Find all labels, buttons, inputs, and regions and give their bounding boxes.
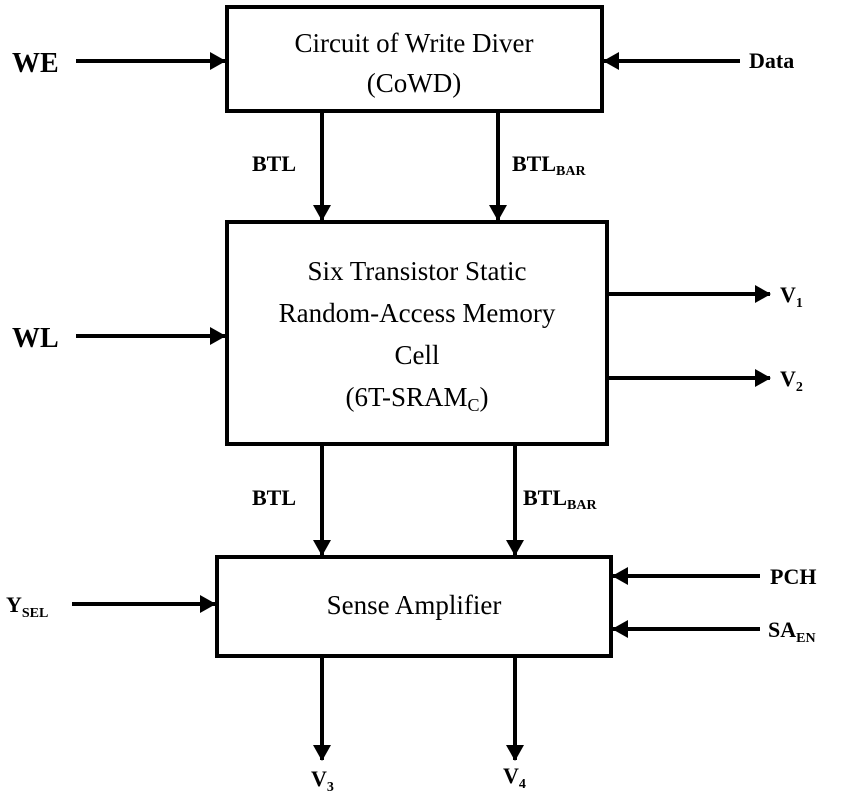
sense-amp-title: Sense Amplifier xyxy=(327,590,502,620)
v2-label: V2 xyxy=(780,366,803,395)
sram-title-line3: Cell xyxy=(395,340,440,370)
sram-title-line1: Six Transistor Static xyxy=(307,256,526,286)
data-label: Data xyxy=(749,48,794,73)
saen-label: SAEN xyxy=(768,617,816,646)
v3-label: V3 xyxy=(311,766,334,795)
btl-top-label: BTL xyxy=(252,151,296,176)
wl-label: WL xyxy=(12,323,59,354)
cowd-box xyxy=(225,5,604,113)
cowd-title-line2: (CoWD) xyxy=(367,68,461,98)
we-label: WE xyxy=(12,48,59,79)
sram-box xyxy=(225,220,609,446)
sram-title-line4: (6T-SRAMC) xyxy=(345,382,488,415)
cowd-block: Circuit of Write Diver (CoWD) xyxy=(225,5,604,113)
btl-bar-top-label: BTLBAR xyxy=(512,151,586,179)
btl-bottom-label: BTL xyxy=(252,485,296,510)
v4-label: V4 xyxy=(503,763,526,792)
v1-label: V1 xyxy=(780,282,803,311)
sense-amp-box xyxy=(215,555,613,658)
pch-label: PCH xyxy=(770,564,816,589)
ysel-label: YSEL xyxy=(6,592,48,621)
sram-title-line2: Random-Access Memory xyxy=(279,298,556,328)
cowd-title-line1: Circuit of Write Diver xyxy=(294,28,533,58)
sram-title-subscript: C xyxy=(468,395,480,415)
sense-amp-block: Sense Amplifier xyxy=(215,555,613,658)
btl-bar-bottom-label: BTLBAR xyxy=(523,485,597,513)
sram-block: Six Transistor Static Random-Access Memo… xyxy=(225,220,609,446)
